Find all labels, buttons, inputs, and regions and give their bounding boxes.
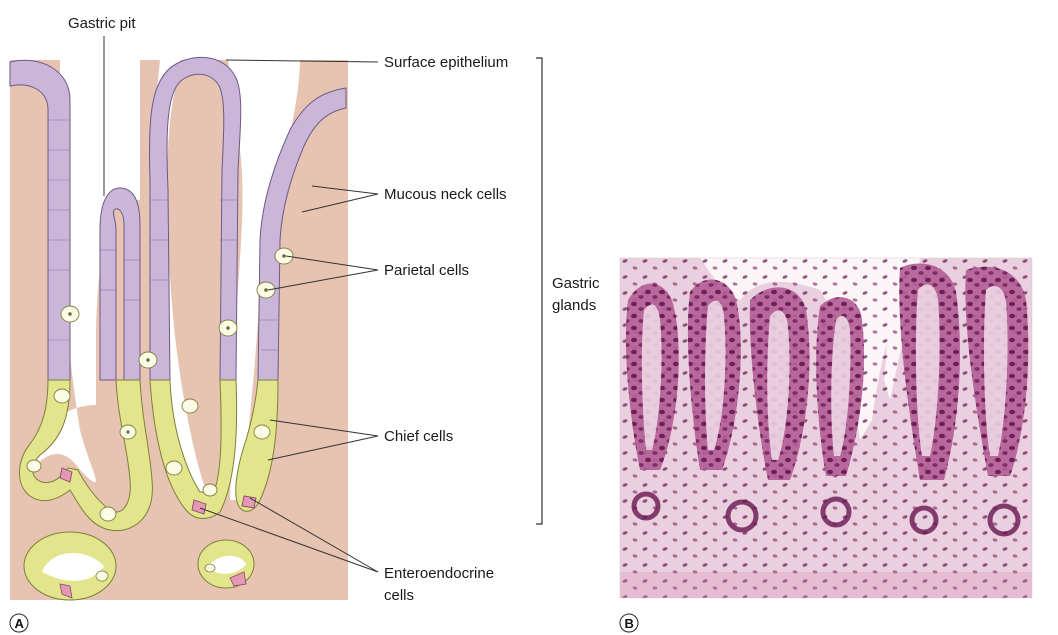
gland-cross-section-left bbox=[24, 532, 116, 600]
label-mucous-neck-cells: Mucous neck cells bbox=[384, 186, 507, 203]
label-enteroendocrine-line1: Enteroendocrine bbox=[384, 565, 494, 582]
label-surface-epithelium: Surface epithelium bbox=[384, 54, 508, 71]
label-chief-cells: Chief cells bbox=[384, 428, 453, 445]
label-gastric-glands-line1: Gastric bbox=[552, 275, 600, 292]
panel-a-letter: A bbox=[15, 616, 25, 631]
label-enteroendocrine-line2: cells bbox=[384, 587, 414, 604]
panel-a-diagram: Gastric pit Surface epithelium Mucous ne… bbox=[10, 15, 600, 632]
gastric-glands-bracket bbox=[536, 58, 542, 524]
label-gastric-glands-line2: glands bbox=[552, 297, 596, 314]
label-gastric-pit: Gastric pit bbox=[68, 15, 136, 32]
label-parietal-cells: Parietal cells bbox=[384, 262, 469, 279]
panel-b-micrograph bbox=[620, 258, 1032, 598]
panel-b-letter: B bbox=[625, 616, 634, 631]
gland-cross-section-right bbox=[198, 540, 254, 588]
